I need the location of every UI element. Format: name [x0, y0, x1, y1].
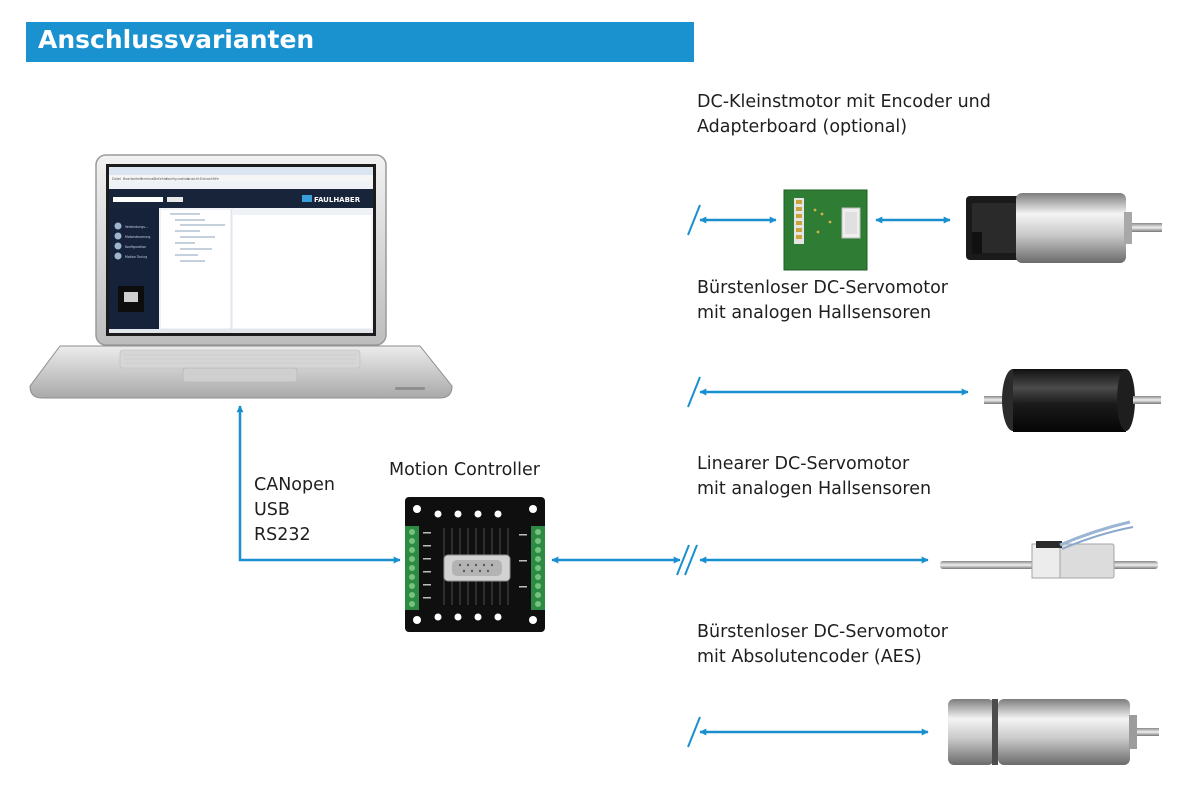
- laptop-controller-arrow: [236, 405, 401, 564]
- break-marks: [676, 204, 701, 748]
- controller-label: Motion Controller: [389, 460, 540, 480]
- menu-item: Terminal: [139, 177, 154, 181]
- motor-1-image: [966, 193, 1162, 263]
- page-title: Anschlussvarianten: [38, 25, 315, 54]
- connections: [236, 216, 969, 736]
- break-mark: [676, 544, 690, 576]
- motor-4-image: [948, 699, 1159, 765]
- motor-1-label: DC-Kleinstmotor mit Encoder und Adapterb…: [697, 90, 991, 140]
- menu-item: Befehle: [154, 177, 167, 181]
- sidebar-item: Motion Tuning: [125, 255, 147, 259]
- menu-item: Datei: [112, 177, 121, 181]
- break-mark: [684, 544, 698, 576]
- laptop-touchpad: [182, 367, 298, 383]
- menu-item: Bearbeiten: [123, 177, 142, 181]
- motor-3-label-line-2: mit analogen Hallsensoren: [697, 479, 932, 499]
- break-mark: [687, 376, 701, 408]
- sidebar-icon: [114, 232, 122, 240]
- motor-2-label: Bürstenloser DC-Servomotor mit analogen …: [697, 276, 948, 326]
- sidebar-icon: [114, 242, 122, 250]
- sidebar-item: Verbindungs...: [125, 225, 148, 229]
- laptop-image: Datei Bearbeiten Terminal Befehle Konfig…: [29, 154, 453, 399]
- break-mark: [687, 716, 701, 748]
- adapter-board-image: [783, 189, 868, 271]
- motor-3-label-line-1: Linearer DC-Servomotor: [697, 454, 910, 474]
- sidebar-icon: [114, 252, 122, 260]
- motor-4-label-line-2: mit Absolutencoder (AES): [697, 647, 922, 667]
- motor-1-label-line-2: Adapterboard (optional): [697, 117, 908, 137]
- motor-3-label: Linearer DC-Servomotor mit analogen Hall…: [697, 452, 931, 502]
- menu-item: Konfiguration: [166, 177, 189, 181]
- motor-2-label-line-1: Bürstenloser DC-Servomotor: [697, 278, 948, 298]
- menu-item: Extras: [200, 177, 211, 181]
- header-bar: Anschlussvarianten: [26, 22, 694, 62]
- terminal-block-left: [405, 526, 419, 610]
- motor-3-image: [940, 520, 1158, 579]
- motion-controller-image: [405, 497, 545, 632]
- sidebar-item: Konfiguration: [125, 245, 146, 249]
- sidebar-icon: [114, 222, 122, 230]
- motor-1-label-line-1: DC-Kleinstmotor mit Encoder und: [697, 92, 991, 112]
- break-mark: [687, 204, 701, 236]
- motor-2-image: [984, 369, 1161, 432]
- motor-2-label-line-2: mit analogen Hallsensoren: [697, 303, 932, 323]
- motor-4-label-line-1: Bürstenloser DC-Servomotor: [697, 622, 948, 642]
- laptop-brand: FAULHABER: [314, 196, 361, 204]
- sidebar-item: Motorsteuerung: [125, 235, 150, 239]
- menu-item: Hilfe: [211, 177, 219, 181]
- menu-item: Ansicht: [187, 177, 200, 181]
- terminal-block-right: [531, 526, 545, 610]
- motor-4-label: Bürstenloser DC-Servomotor mit Absoluten…: [697, 620, 948, 670]
